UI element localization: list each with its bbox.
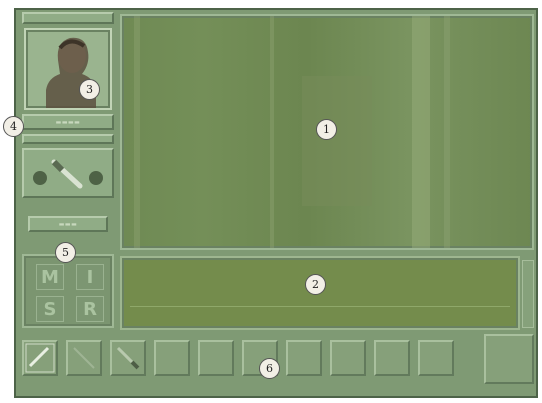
hands-panel[interactable]	[22, 148, 114, 198]
viewport-pillar	[302, 76, 372, 206]
inventory-slot-5[interactable]	[198, 340, 234, 376]
inventory-slot-10[interactable]	[418, 340, 454, 376]
sword-icon	[33, 159, 103, 189]
callout-name-plate: 4	[3, 116, 24, 137]
viewport-pillar	[134, 16, 140, 248]
wand-icon	[116, 346, 140, 370]
inventory-slot-3[interactable]	[110, 340, 146, 376]
inventory-slot-8[interactable]	[330, 340, 366, 376]
inventory-slot-9[interactable]	[374, 340, 410, 376]
game-frame: ▬▬▬▬ ▬▬▬ M I S R	[14, 8, 538, 398]
stat-r[interactable]: R	[76, 296, 104, 322]
character-portrait[interactable]	[24, 28, 112, 110]
message-divider	[130, 306, 510, 307]
portrait-header-bar	[22, 12, 114, 24]
action-button-label: ▬▬▬	[58, 221, 78, 228]
viewport-pillar	[270, 16, 274, 248]
message-scrollbar[interactable]	[522, 260, 534, 328]
viewport-pillar	[444, 16, 450, 248]
name-plate-text: ▬▬▬▬	[55, 119, 81, 126]
stats-panel: M I S R	[22, 254, 114, 328]
inventory-slot-2[interactable]	[66, 340, 102, 376]
callout-portrait: 3	[79, 79, 100, 100]
inventory-slot-1[interactable]	[22, 340, 58, 376]
inventory-slot-4[interactable]	[154, 340, 190, 376]
dagger-icon	[73, 347, 95, 369]
stat-m[interactable]: M	[36, 264, 64, 290]
sword-icon	[25, 343, 55, 373]
action-button[interactable]: ▬▬▬	[28, 216, 108, 232]
callout-viewport: 1	[316, 119, 337, 140]
health-bar	[22, 134, 114, 144]
inventory-slot-7[interactable]	[286, 340, 322, 376]
game-viewport[interactable]	[120, 14, 534, 250]
viewport-pillar	[412, 16, 430, 248]
inventory-slot-11[interactable]	[484, 334, 534, 384]
stat-s[interactable]: S	[36, 296, 64, 322]
stat-i[interactable]: I	[76, 264, 104, 290]
callout-message-log: 2	[305, 274, 326, 295]
name-plate: ▬▬▬▬	[22, 114, 114, 130]
callout-stats-panel: 5	[55, 242, 76, 263]
callout-inventory-bar: 6	[259, 358, 280, 379]
